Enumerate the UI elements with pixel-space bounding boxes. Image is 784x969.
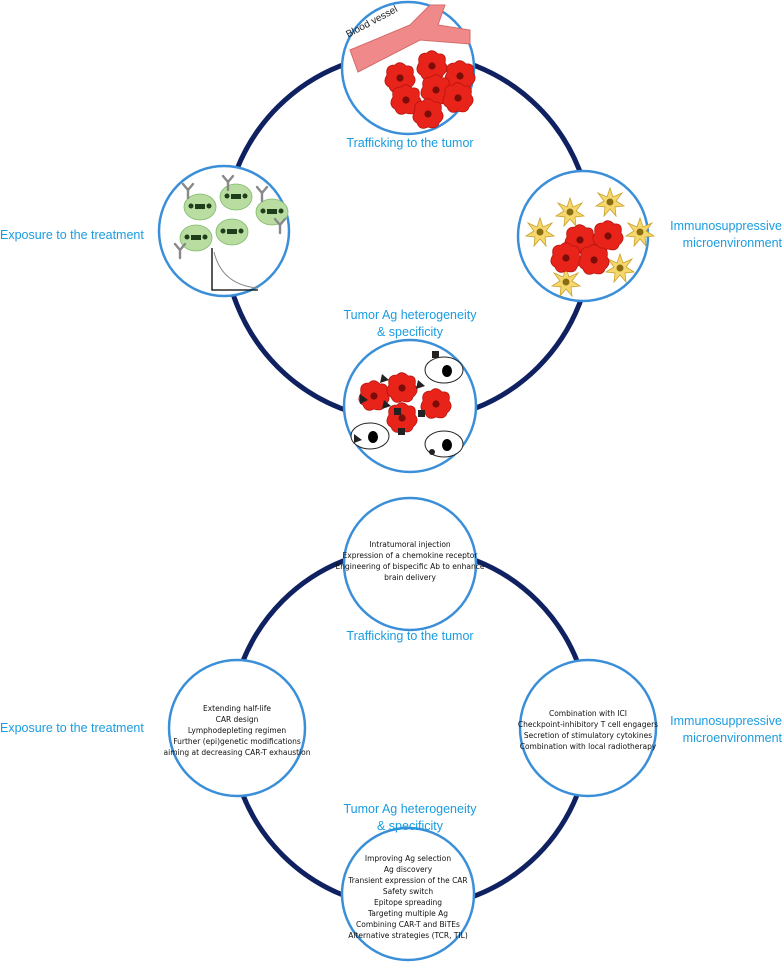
top-cycle: [157, 0, 655, 474]
strategy-item: CAR design: [215, 715, 259, 724]
bottom-trafficking-node: [342, 496, 478, 632]
bottom-label-immunosuppressive: Immunosuppressive microenvironment: [670, 714, 782, 745]
bottom-label-trafficking: Trafficking to the tumor: [346, 629, 474, 643]
bottom-exposure-node: [167, 658, 307, 798]
strategies-exposure: Extending half-life CAR design Lymphodep…: [157, 703, 317, 758]
strategy-item: Secretion of stimulatory cytokines: [523, 731, 653, 740]
strategies-heterogeneity: Improving Ag selection Ag discovery Tran…: [328, 853, 488, 941]
strategy-item: Alternative strategies (TCR, TIL): [348, 931, 468, 940]
strategy-item: Epitope spreading: [373, 898, 443, 907]
top-trafficking-node: [340, 0, 476, 136]
top-heterogeneity-node: [342, 338, 478, 474]
bottom-heterogeneity-node: [340, 826, 476, 962]
strategy-item: Ag discovery: [383, 865, 433, 874]
strategy-item: Transient expression of the CAR: [348, 876, 468, 885]
strategies-trafficking: Intratumoral injection Expression of a c…: [330, 539, 490, 583]
bottom-label-heterogeneity: Tumor Ag heterogeneity & specificity: [343, 802, 477, 833]
strategy-item: brain delivery: [384, 573, 436, 582]
strategies-immunosuppressive: Combination with ICI Checkpoint-inhibito…: [508, 708, 668, 752]
decay-curve-icon: [211, 248, 259, 291]
strategy-item: aiming at decreasing CAR-T exhaustion: [163, 748, 311, 757]
strategy-item: Safety switch: [382, 887, 434, 896]
bottom-immunosuppressive-node: [518, 658, 658, 798]
strategy-item: Expression of a chemokine receptor: [342, 551, 478, 560]
strategy-item: Lymphodepleting regimen: [187, 726, 287, 735]
strategy-item: Targeting multiple Ag: [367, 909, 449, 918]
heterogeneous-tumor-icon: [350, 351, 464, 458]
top-label-heterogeneity: Tumor Ag heterogeneity & specificity: [343, 308, 477, 339]
bottom-cycle: [167, 496, 658, 962]
strategy-item: Further (epi)genetic modifications: [173, 737, 301, 746]
strategy-item: Checkpoint-inhibitory T cell engagers: [517, 720, 659, 729]
strategy-item: Improving Ag selection: [364, 854, 452, 863]
top-exposure-node: [157, 164, 291, 298]
strategy-item: Extending half-life: [202, 704, 272, 713]
top-label-immunosuppressive: Immunosuppressive microenvironment: [670, 219, 782, 250]
top-label-trafficking: Trafficking to the tumor: [346, 136, 474, 150]
bottom-label-exposure: Exposure to the treatment: [0, 721, 144, 735]
blood-vessel-icon: [349, 4, 471, 73]
top-immunosuppressive-node: [516, 169, 655, 303]
strategy-item: Intratumoral injection: [369, 540, 451, 549]
strategy-item: Combination with ICI: [548, 709, 628, 718]
strategy-item: Combining CAR-T and BiTEs: [356, 920, 460, 929]
strategy-item: Combination with local radiotherapy: [519, 742, 657, 751]
top-label-exposure: Exposure to the treatment: [0, 228, 144, 242]
strategy-item: Engineering of bispecific Ab to enhance: [335, 562, 485, 571]
